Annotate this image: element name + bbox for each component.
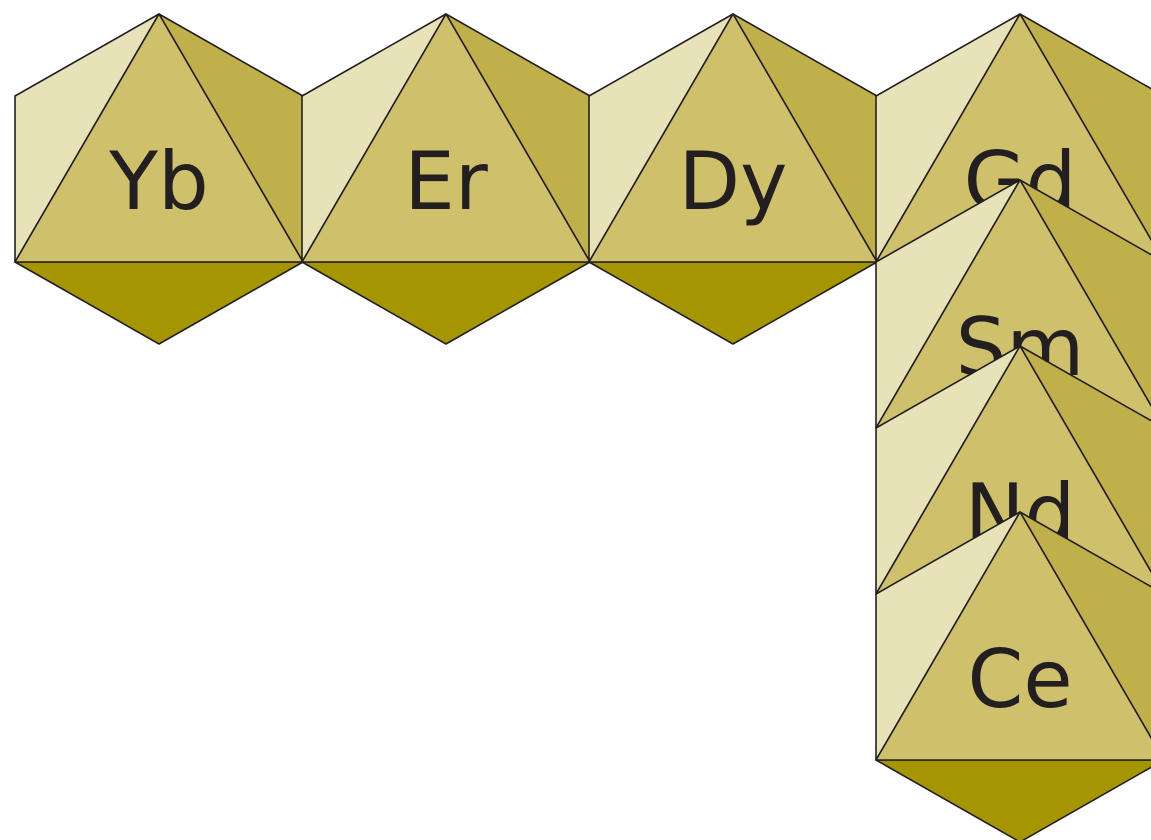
polyhedron-nd: Nd [875, 345, 1151, 595]
element-label: Er [404, 135, 488, 228]
bottom-face [875, 759, 1151, 840]
front-face [14, 13, 304, 263]
front-face [875, 511, 1151, 761]
front-face [588, 13, 878, 263]
polyhedron-er: Er [301, 13, 591, 345]
element-label: Dy [679, 135, 788, 228]
polyhedron-dy: Dy [588, 13, 878, 345]
bottom-face [14, 261, 304, 345]
element-label: Yb [108, 135, 209, 228]
polyhedron-yb: Yb [14, 13, 304, 345]
bottom-face [588, 261, 878, 345]
front-face [301, 13, 591, 263]
element-label: Ce [967, 633, 1072, 726]
polyhedron-ce: Ce [875, 511, 1151, 840]
polyhedron-gd: Gd [875, 13, 1151, 263]
polyhedron-sm: Sm [875, 179, 1151, 429]
bottom-face [301, 261, 591, 345]
